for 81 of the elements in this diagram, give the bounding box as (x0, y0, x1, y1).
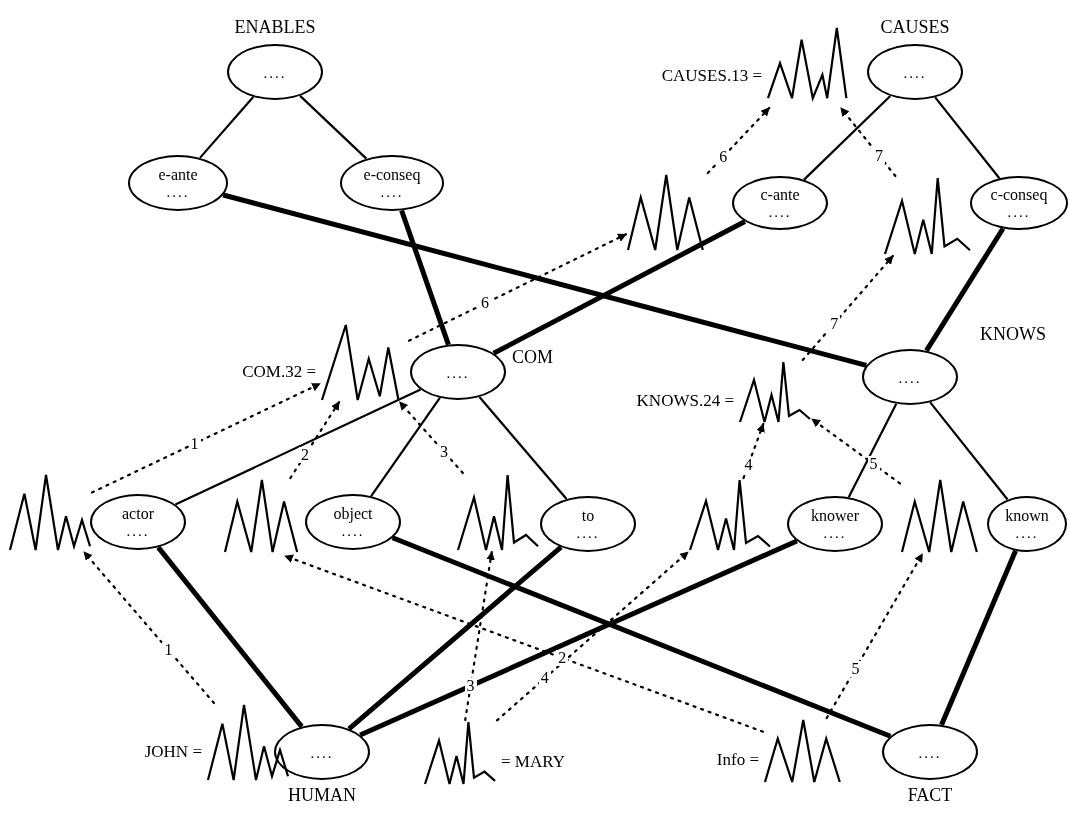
placeholder-dots: .... (823, 525, 847, 541)
dotted-arrow (810, 417, 902, 485)
thick-link (492, 219, 747, 356)
pattern-label: COM.32 = (242, 362, 316, 380)
edge-label: 4 (742, 456, 755, 473)
thick-link (156, 545, 304, 729)
pattern-label: KNOWS.24 = (636, 392, 734, 409)
role-name: object (333, 505, 373, 522)
dotted-arrow (801, 254, 894, 362)
link-line (929, 401, 1009, 501)
edge-label: 1 (188, 435, 201, 452)
concept-name: COM (512, 348, 553, 366)
edge-label: 5 (849, 660, 862, 677)
placeholder-dots: .... (768, 204, 792, 220)
edge-label: 7 (873, 147, 886, 164)
placeholder-dots: .... (1007, 204, 1031, 220)
link-line (847, 403, 898, 498)
concept-name: CAUSES (880, 18, 950, 36)
dotted-arrow (742, 422, 765, 480)
thick-link (347, 545, 563, 731)
edge-label: 2 (556, 649, 569, 666)
placeholder-dots: .... (126, 523, 150, 539)
dotted-arrow (407, 233, 628, 342)
thick-link (222, 192, 867, 368)
link-line (934, 96, 1001, 179)
dotted-arrow (289, 400, 341, 480)
role-name: c-conseq (990, 186, 1048, 203)
thick-link (924, 227, 1006, 353)
role-name: c-ante (760, 186, 800, 203)
role-name: e-ante (158, 166, 198, 183)
role-name: known (1005, 507, 1049, 524)
pattern-label: CAUSES.13 = (661, 67, 762, 84)
concept-name: KNOWS (980, 325, 1046, 343)
role-name: e-conseq (363, 166, 421, 183)
edge-label: 6 (717, 148, 730, 165)
placeholder-dots: .... (903, 65, 927, 81)
placeholder-dots: .... (918, 745, 942, 761)
concept-name: HUMAN (288, 786, 356, 804)
placeholder-dots: .... (576, 525, 600, 541)
edge-label: 4 (538, 670, 551, 687)
placeholder-dots: .... (1015, 525, 1039, 541)
dotted-arrow (82, 550, 216, 705)
placeholder-dots: .... (263, 65, 287, 81)
edge-label: 2 (299, 447, 311, 464)
link-line (299, 95, 368, 160)
placeholder-dots: .... (380, 184, 404, 200)
edge-label: 3 (464, 678, 477, 695)
concept-name: FACT (907, 786, 953, 804)
role-name: to (581, 507, 595, 524)
placeholder-dots: .... (310, 745, 334, 761)
role-name: knower (811, 507, 859, 524)
dotted-arrow (839, 106, 897, 178)
link-line (478, 396, 568, 500)
dotted-arrow (464, 550, 495, 722)
placeholder-dots: .... (341, 523, 365, 539)
thick-link (399, 209, 451, 346)
edge-label: 3 (437, 443, 450, 460)
placeholder-dots: .... (898, 370, 922, 386)
pattern-label: Info = (716, 751, 759, 768)
dotted-arrow (90, 382, 322, 494)
role-name: actor (122, 505, 154, 522)
edge-label: 1 (162, 642, 175, 659)
dotted-arrow (495, 550, 690, 722)
link-line (803, 95, 892, 181)
dotted-arrow (398, 400, 464, 475)
thick-link (391, 535, 892, 739)
edge-label: 7 (828, 315, 841, 332)
thick-link (359, 538, 798, 738)
link-line (199, 96, 255, 159)
edge-label: 5 (867, 456, 880, 473)
dotted-arrow (706, 106, 771, 175)
pattern-label: JOHN = (144, 742, 202, 760)
placeholder-dots: .... (166, 184, 190, 200)
link-line (174, 388, 422, 506)
thick-link (939, 549, 1018, 726)
link-line (370, 397, 441, 497)
placeholder-dots: .... (446, 365, 470, 381)
pattern-label: = MARY (501, 753, 565, 770)
dotted-arrow (283, 554, 765, 733)
dotted-arrow (825, 552, 924, 720)
concept-name: ENABLES (234, 18, 316, 36)
